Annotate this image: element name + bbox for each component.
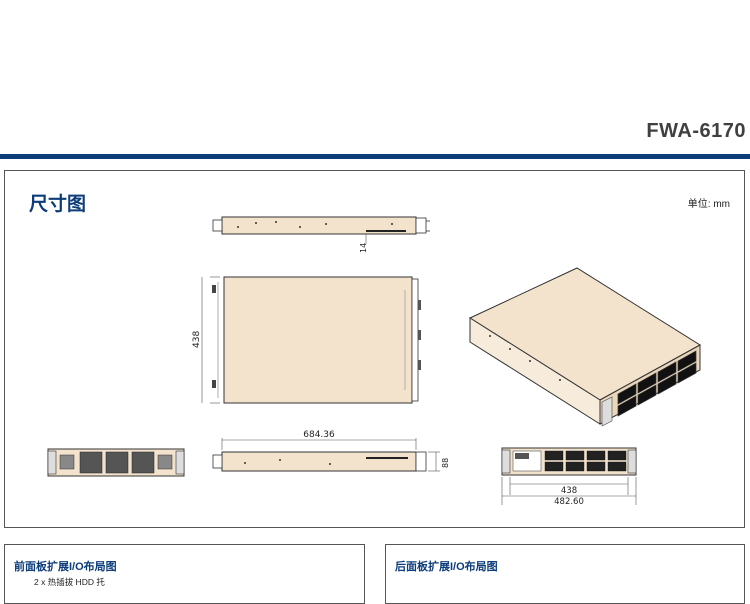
isometric-view (468, 267, 701, 427)
model-name: FWA-6170 (646, 120, 746, 142)
height-label: 88 (441, 458, 450, 468)
rear-io-panel: 后面板扩展I/O布局图 (385, 544, 745, 604)
dimensions-title: 尺寸图 (29, 194, 87, 215)
plan-view: 438 (192, 276, 421, 404)
unit-label: 单位: mm (687, 199, 730, 210)
front-io-panel: 前面板扩展I/O布局图 2 x 热插拔 HDD 托 (4, 544, 365, 604)
rear-io-title: 后面板扩展I/O布局图 (395, 561, 498, 573)
top-thickness-label: 14 (359, 243, 368, 253)
rear-view: 438 482.60 (501, 447, 637, 507)
front-inner-width-label: 438 (561, 486, 577, 496)
front-panel-view (47, 448, 185, 477)
depth-label: 438 (192, 331, 202, 348)
front-io-title: 前面板扩展I/O布局图 (14, 561, 117, 573)
front-outer-width-label: 482.60 (554, 497, 584, 507)
top-side-view: 14 (212, 216, 430, 253)
dimension-drawings: 14 438 (47, 216, 701, 507)
length-label: 684.36 (303, 430, 335, 440)
side-view: 684.36 88 (212, 430, 450, 472)
front-io-item: 2 x 热插拔 HDD 托 (34, 577, 105, 587)
header-rule (0, 154, 750, 159)
dimensions-panel: 尺寸图 单位: mm (4, 170, 745, 528)
